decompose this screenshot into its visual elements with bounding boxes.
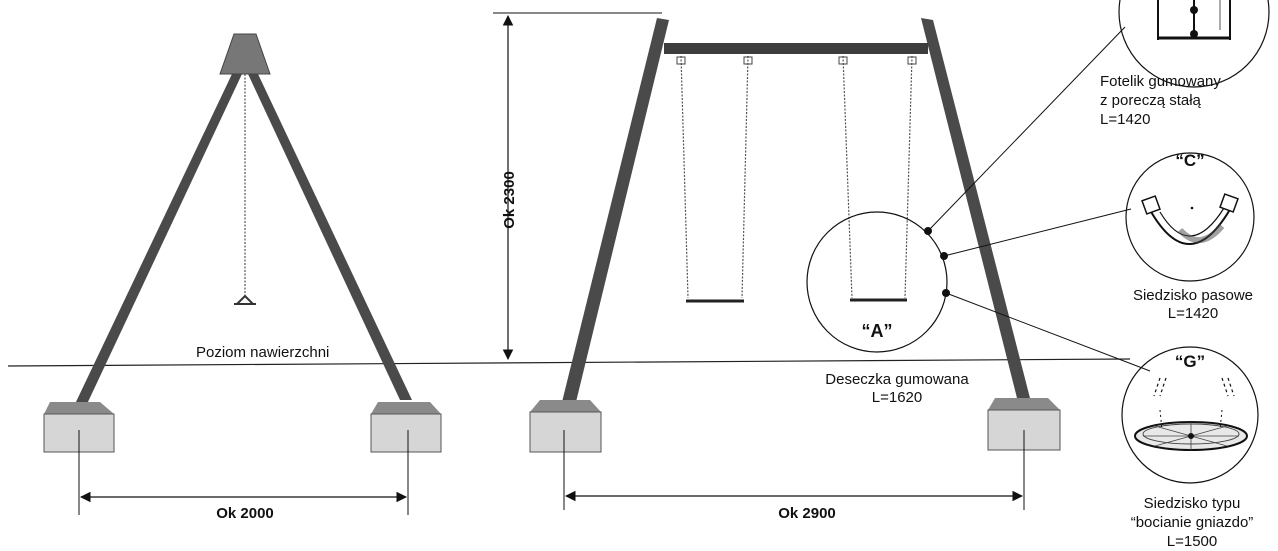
- side-view: Ok 2000: [43, 33, 442, 522]
- callout-fotelik: Fotelik gumowany z poreczą stałą L=1420: [1100, 0, 1270, 128]
- side-top-cap: [219, 33, 271, 75]
- side-seat: [234, 294, 256, 305]
- swing-flat-seat-left: [676, 55, 753, 303]
- fotelik-caption-line3: L=1420: [1100, 111, 1150, 128]
- side-right-footing: [370, 402, 442, 453]
- front-left-footing: [529, 400, 602, 453]
- strap-seat-icon: [1141, 193, 1239, 245]
- leader-line-g: [945, 292, 1151, 372]
- fotelik-caption-line1: Fotelik gumowany: [1100, 73, 1221, 90]
- front-left-leg: [562, 18, 669, 402]
- side-width-label: Ok 2000: [216, 505, 274, 522]
- detail-a-circle: [806, 211, 948, 353]
- front-view: Ok 2300: [493, 12, 1061, 522]
- height-label: Ok 2300: [501, 171, 518, 229]
- callout-g: “G” Siedzisko typu “bocianie gniazdo” L=…: [1121, 346, 1259, 550]
- surface-level-line: [7, 358, 1131, 367]
- g-caption-line1: Siedzisko typu: [1144, 495, 1241, 512]
- leader-line-fotelik: [927, 26, 1126, 232]
- c-detail-circle: [1125, 152, 1255, 282]
- detail-a-label: “A”: [862, 321, 893, 341]
- side-right-leg: [248, 74, 412, 400]
- leader-line-c: [943, 208, 1132, 257]
- g-letter: “G”: [1175, 352, 1205, 371]
- g-detail-circle: [1121, 346, 1259, 484]
- front-width-label: Ok 2900: [778, 505, 836, 522]
- fotelik-caption-line2: z poreczą stałą: [1100, 92, 1202, 109]
- c-letter: “C”: [1175, 151, 1204, 170]
- side-left-leg: [75, 74, 242, 404]
- c-caption-line2: L=1420: [1168, 305, 1218, 322]
- detail-a-caption-line1: Deseczka gumowana: [825, 371, 969, 388]
- c-caption-line1: Siedzisko pasowe: [1133, 287, 1253, 304]
- g-caption-line2: “bocianie gniazdo”: [1131, 514, 1254, 531]
- surface-level-label: Poziom nawierzchni: [196, 344, 329, 361]
- callout-c: “C” Siedzisko pasowe L=1420: [1125, 151, 1255, 322]
- g-caption-line3: L=1500: [1167, 533, 1217, 550]
- nest-seat-icon: [1134, 377, 1248, 451]
- detail-a-caption-line2: L=1620: [872, 389, 922, 406]
- front-right-leg: [921, 18, 1031, 402]
- front-top-beam: [664, 43, 928, 54]
- fotelik-detail-circle: [1118, 0, 1270, 88]
- swing-flat-seat-right: [838, 55, 917, 302]
- fotelik-seat-icon: [1157, 0, 1231, 40]
